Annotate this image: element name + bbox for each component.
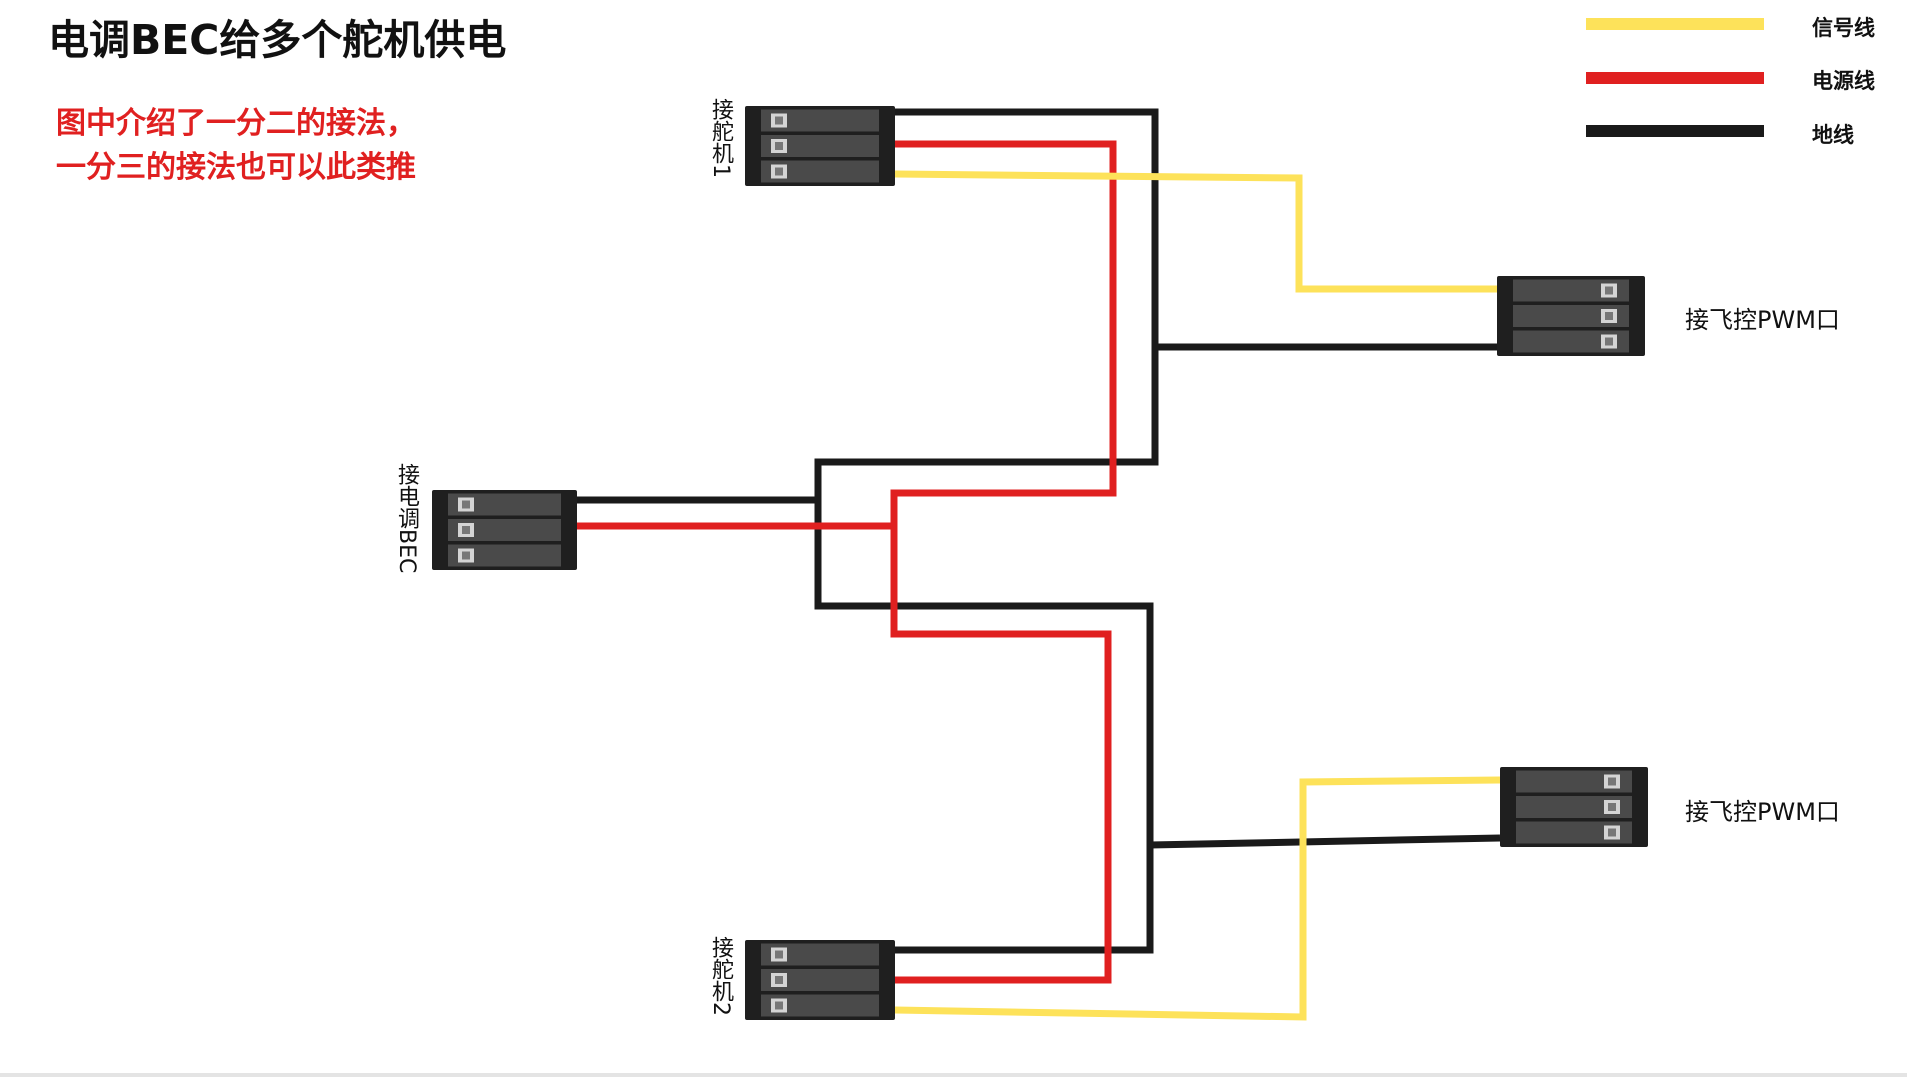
- legend-power-label: 电源线: [1812, 69, 1875, 93]
- fc-pwm-connector-2: [1500, 767, 1648, 847]
- legend-power-line: [1586, 72, 1764, 84]
- servo2-connector: [745, 940, 895, 1020]
- fc-pwm-label-1: 接飞控PWM口: [1685, 306, 1840, 334]
- bottom-border: [0, 1073, 1907, 1077]
- servo2-label: 接舵机2: [708, 936, 733, 1016]
- esc-bec-connector: [432, 490, 577, 570]
- fc-pwm-connector-1: [1497, 276, 1645, 356]
- note-line-1: 图中介绍了一分二的接法，: [56, 106, 416, 141]
- servo1-connector: [745, 106, 895, 186]
- page-title: 电调BEC给多个舵机供电: [48, 16, 507, 64]
- signal-wire: [894, 170, 1497, 293]
- fc-pwm-label-2: 接飞控PWM口: [1685, 798, 1840, 826]
- note-line-2: 一分三的接法也可以此类推: [56, 150, 416, 185]
- esc-bec-label: 接电调BEC: [394, 463, 419, 574]
- legend-signal-line: [1586, 18, 1764, 30]
- ground-wire: [575, 108, 1159, 504]
- ground-wire: [814, 500, 1154, 954]
- legend-signal-label: 信号线: [1812, 16, 1875, 40]
- power-wire: [575, 140, 1117, 530]
- ground-wire: [1149, 834, 1501, 849]
- power-wire: [890, 526, 1112, 984]
- legend-ground-line: [1586, 125, 1764, 137]
- servo1-label: 接舵机1: [708, 98, 733, 178]
- signal-wire: [894, 776, 1501, 1021]
- legend-ground-label: 地线: [1812, 123, 1854, 147]
